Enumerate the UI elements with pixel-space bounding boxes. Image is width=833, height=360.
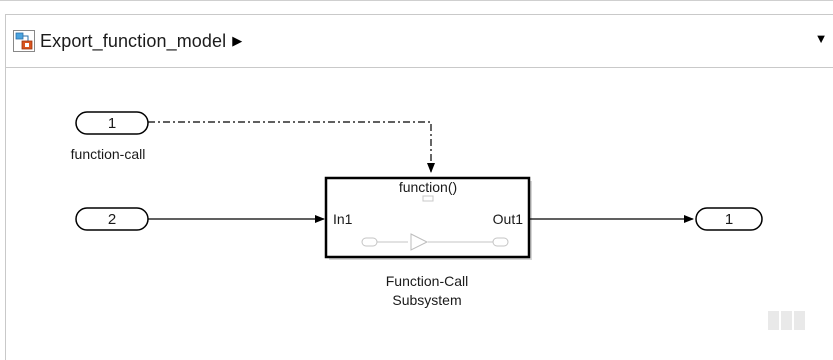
subsystem-out-port-label: Out1 [493, 211, 524, 227]
simulink-model-icon [13, 30, 35, 52]
subsystem-in-port-label: In1 [333, 211, 353, 227]
inport-2-number: 2 [108, 211, 116, 228]
trigger-port-icon [422, 195, 434, 202]
top-border [0, 0, 833, 1]
subsystem-name-line1: Function-Call [386, 273, 468, 289]
zoom-indicator-icon[interactable] [768, 311, 806, 330]
subsystem-trigger-label: function() [399, 179, 457, 195]
inport-1-number: 1 [108, 115, 116, 132]
function-call-subsystem-block[interactable]: function() In1 Out1 [324, 176, 532, 260]
outport-1-number: 1 [725, 211, 733, 228]
breadcrumb: Export_function_model ▶ [6, 15, 242, 67]
inport-1-block[interactable]: 1 [75, 111, 149, 135]
outport-1-block[interactable]: 1 [695, 207, 763, 231]
breadcrumb-model-link[interactable]: Export_function_model [40, 30, 227, 51]
subsystem-content-preview-icon [361, 233, 509, 251]
chevron-down-icon[interactable]: ▼ [814, 31, 828, 46]
indicator-bar [781, 311, 792, 330]
breadcrumb-arrow-icon[interactable]: ▶ [232, 33, 243, 48]
inport-1-label: function-call [71, 146, 146, 162]
indicator-bar [768, 311, 779, 330]
explorer-bar: Export_function_model ▶ ▼ [5, 14, 833, 68]
function-call-signal-line[interactable] [148, 121, 435, 173]
subsystem-name-line2: Subsystem [392, 292, 461, 308]
indicator-bar [794, 311, 805, 330]
canvas-left-border [5, 68, 6, 360]
inport-2-block[interactable]: 2 [75, 207, 149, 231]
